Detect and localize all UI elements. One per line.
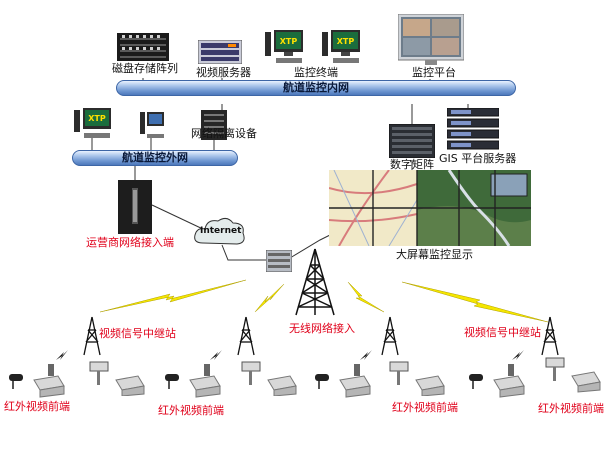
signal-icon xyxy=(360,350,372,360)
ir-camera-cluster-icon xyxy=(545,357,601,393)
relay-tower-icon xyxy=(83,316,101,356)
gis-server-icon xyxy=(447,108,499,150)
monitor-screen-text: XTP xyxy=(88,114,106,123)
wireless-access-label: 无线网络接入 xyxy=(289,322,355,335)
internet-cloud-icon xyxy=(194,217,245,245)
ir-camera-cluster-icon xyxy=(469,364,525,398)
monitor-platform-icon xyxy=(398,14,464,65)
ir-camera-cluster-icon xyxy=(315,364,371,398)
relay-tower-icon xyxy=(541,316,559,356)
lightning-bolt-icon xyxy=(401,281,549,323)
relay-tower-icon xyxy=(237,316,255,356)
ir-camera-cluster-icon xyxy=(89,361,145,396)
monitor-terminal-label: 监控终端 xyxy=(294,66,338,79)
ir-camera-cluster-icon xyxy=(9,364,65,398)
monitor-platform-label: 监控平台 xyxy=(412,66,456,79)
relay-tower-icon xyxy=(381,316,399,356)
disk-array-label: 磁盘存储阵列 xyxy=(112,62,178,75)
isolation-device-label: 网络隔离设备 xyxy=(191,127,257,140)
gis-server-label: GIS 平台服务器 xyxy=(439,152,517,165)
monitor-terminal-icon: XTP xyxy=(322,30,360,63)
signal-icon xyxy=(56,350,68,360)
wireless-tower-icon xyxy=(295,248,335,316)
ir-front-label-2: 红外视频前端 xyxy=(158,404,224,417)
ir-camera-cluster-icon xyxy=(241,361,297,396)
video-server-label: 视频服务器 xyxy=(196,66,251,79)
relay-station-right-label: 视频信号中继站 xyxy=(464,326,541,339)
carrier-server-icon xyxy=(118,180,152,234)
isolation-device-icon xyxy=(201,110,227,140)
internet-label: Internet xyxy=(200,226,242,236)
relay-station-left-label: 视频信号中继站 xyxy=(99,327,176,340)
ir-front-label-3: 红外视频前端 xyxy=(392,401,458,414)
ir-camera-cluster-icon xyxy=(165,364,221,398)
disk-array-icon xyxy=(117,33,169,61)
video-wall-icon xyxy=(329,170,531,246)
monitor-screen-text: XTP xyxy=(280,37,298,46)
monitor-screen-text: XTP xyxy=(337,37,355,46)
lightning-bolt-icon xyxy=(347,281,385,313)
external-network-bus: 航道监控外网 xyxy=(72,150,238,166)
signal-icon xyxy=(512,350,524,360)
digital-matrix-icon xyxy=(389,124,435,158)
lightning-bolt-icon xyxy=(99,279,247,313)
carrier-access-label: 运营商网络接入端 xyxy=(86,236,174,249)
ir-front-label-4: 红外视频前端 xyxy=(538,402,604,415)
lightning-bolt-icon xyxy=(254,283,285,313)
signal-icon xyxy=(210,350,222,360)
outer-terminal-icon: XTP xyxy=(74,108,111,138)
video-server-icon xyxy=(198,40,242,64)
digital-matrix-label: 数字矩阵 xyxy=(390,158,434,171)
router-icon xyxy=(266,250,292,272)
big-screen-label: 大屏幕监控显示 xyxy=(396,248,473,261)
ir-front-label-1: 红外视频前端 xyxy=(4,400,70,413)
monitor-terminal-icon: XTP xyxy=(265,30,303,63)
ir-camera-cluster-icon xyxy=(389,361,445,396)
outer-pc-icon xyxy=(140,112,164,138)
internal-network-bus: 航道监控内网 xyxy=(116,80,516,96)
